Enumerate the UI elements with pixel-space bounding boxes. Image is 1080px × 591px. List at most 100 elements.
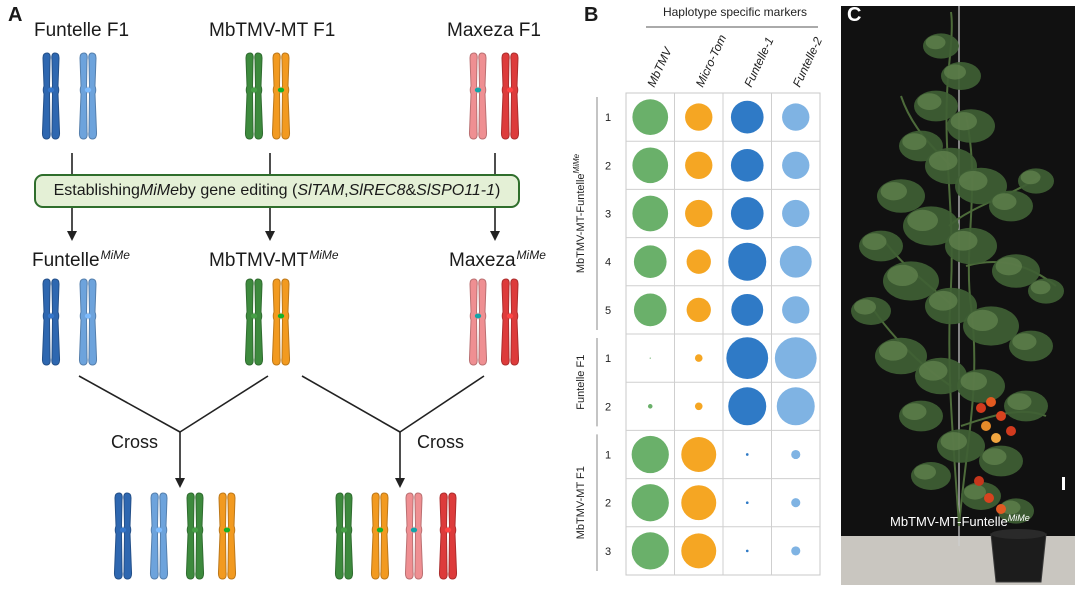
chromosome-red [438, 492, 458, 580]
row-label: 2 [605, 160, 611, 172]
leaf-highlight [982, 448, 1007, 465]
leaf-highlight [1020, 170, 1041, 185]
chromosome-light-blue [149, 492, 169, 580]
marker-dot [745, 453, 749, 456]
row-label: 1 [605, 112, 611, 124]
marker-dot [631, 435, 669, 474]
cross-line [399, 375, 485, 433]
chromosome-orange [271, 278, 291, 366]
chromosome-pink [468, 278, 488, 366]
marker-dot [726, 337, 769, 379]
panel-b-letter: B [584, 4, 599, 26]
funtelle-f1-label: Funtelle F1 [34, 20, 130, 41]
cross-label-right: Cross [417, 432, 465, 452]
tomato-fruit [976, 403, 986, 413]
row-label: 3 [605, 209, 611, 221]
marker-dot [774, 337, 817, 379]
leaf-highlight [948, 230, 978, 251]
marker-dot [791, 546, 801, 556]
mbtmv-mt-mime-label: MbTMV-MTMiMe [209, 248, 339, 271]
leaf-highlight [928, 290, 958, 311]
column-label: Micro-Tom [693, 32, 729, 89]
column-label: Funtelle-1 [741, 35, 776, 89]
marker-dot [647, 404, 653, 409]
tomato-fruit [974, 476, 984, 486]
leaf-highlight [1030, 280, 1051, 295]
leaf-highlight [944, 64, 966, 80]
panel-c-letter: C [847, 4, 862, 26]
marker-dot [681, 437, 717, 472]
tomato-fruit [984, 493, 994, 503]
plant-foliage [851, 11, 1064, 527]
leaf-highlight [940, 432, 967, 451]
marker-dot [694, 402, 703, 411]
leaf-highlight [918, 360, 948, 381]
marker-dot [779, 245, 812, 278]
chromosome-orange [370, 492, 390, 580]
leaf-highlight [958, 170, 988, 191]
plant-caption: MbTMV-MT-FuntelleMiMe [890, 513, 1030, 529]
marker-dot [685, 199, 713, 228]
marker-dot [728, 242, 767, 281]
leaf-highlight [964, 484, 986, 500]
leaf-highlight [967, 309, 998, 332]
chromosome-dark-blue [113, 492, 133, 580]
marker-dot [686, 297, 711, 323]
leaf-highlight [960, 372, 987, 391]
marker-dot [681, 485, 717, 521]
marker-dot [782, 151, 810, 179]
leaf-highlight [950, 112, 977, 131]
marker-dot [632, 147, 669, 184]
chromosome-light-blue [78, 278, 98, 366]
chromosome-red [500, 278, 520, 366]
tomato-fruit [996, 411, 1006, 421]
marker-dot [730, 100, 764, 134]
marker-dot [632, 195, 669, 232]
plant-pot [990, 529, 1047, 583]
marker-dot [728, 387, 767, 426]
maxeza-mime-label: MaxezaMiMe [449, 248, 546, 271]
cross-label-left: Cross [111, 432, 159, 452]
marker-dot [782, 199, 810, 228]
chromosome-green [334, 492, 354, 580]
leaf-highlight [928, 150, 958, 171]
marker-dot [649, 357, 651, 359]
marker-dot [631, 484, 669, 522]
chromosome-dark-blue [41, 278, 61, 366]
row-label: 5 [605, 305, 611, 317]
marker-dot [633, 293, 667, 327]
leaf-highlight [992, 193, 1017, 210]
marker-dot [782, 296, 810, 324]
row-label: 1 [605, 353, 611, 365]
leaf-highlight [1007, 393, 1032, 410]
scale-bar [1062, 477, 1065, 490]
marker-dot [791, 449, 801, 460]
tomato-fruit [986, 397, 996, 407]
tomato-fruit [1006, 426, 1016, 436]
marker-header: Haplotype specific markers [663, 5, 807, 19]
marker-dot [633, 245, 667, 279]
tomato-fruit [981, 421, 991, 431]
marker-dot [745, 501, 749, 505]
plant-photo [841, 6, 1075, 585]
row-label: 2 [605, 498, 611, 510]
row-label: 1 [605, 450, 611, 462]
chromosome-dark-blue [41, 52, 61, 140]
marker-dot [782, 103, 810, 131]
marker-dot [730, 197, 764, 230]
leaf-highlight [925, 35, 946, 50]
leaf-highlight [854, 299, 876, 315]
marker-dot [791, 498, 801, 508]
leaf-highlight [907, 209, 938, 232]
marker-dot [731, 293, 764, 326]
leaf-highlight [902, 403, 927, 420]
cross-line [78, 375, 181, 433]
column-label: Funtelle-2 [790, 35, 825, 90]
group-label: MbTMV-MT-FuntelleMiMe [572, 153, 587, 273]
marker-dot [681, 533, 717, 569]
mbtmv-mt-f1-label: MbTMV-MT F1 [209, 20, 336, 41]
panel-a-letter: A [8, 4, 23, 26]
group-label: MbTMV-MT F1 [575, 466, 587, 539]
chromosome-red [500, 52, 520, 140]
marker-dot [632, 99, 669, 135]
